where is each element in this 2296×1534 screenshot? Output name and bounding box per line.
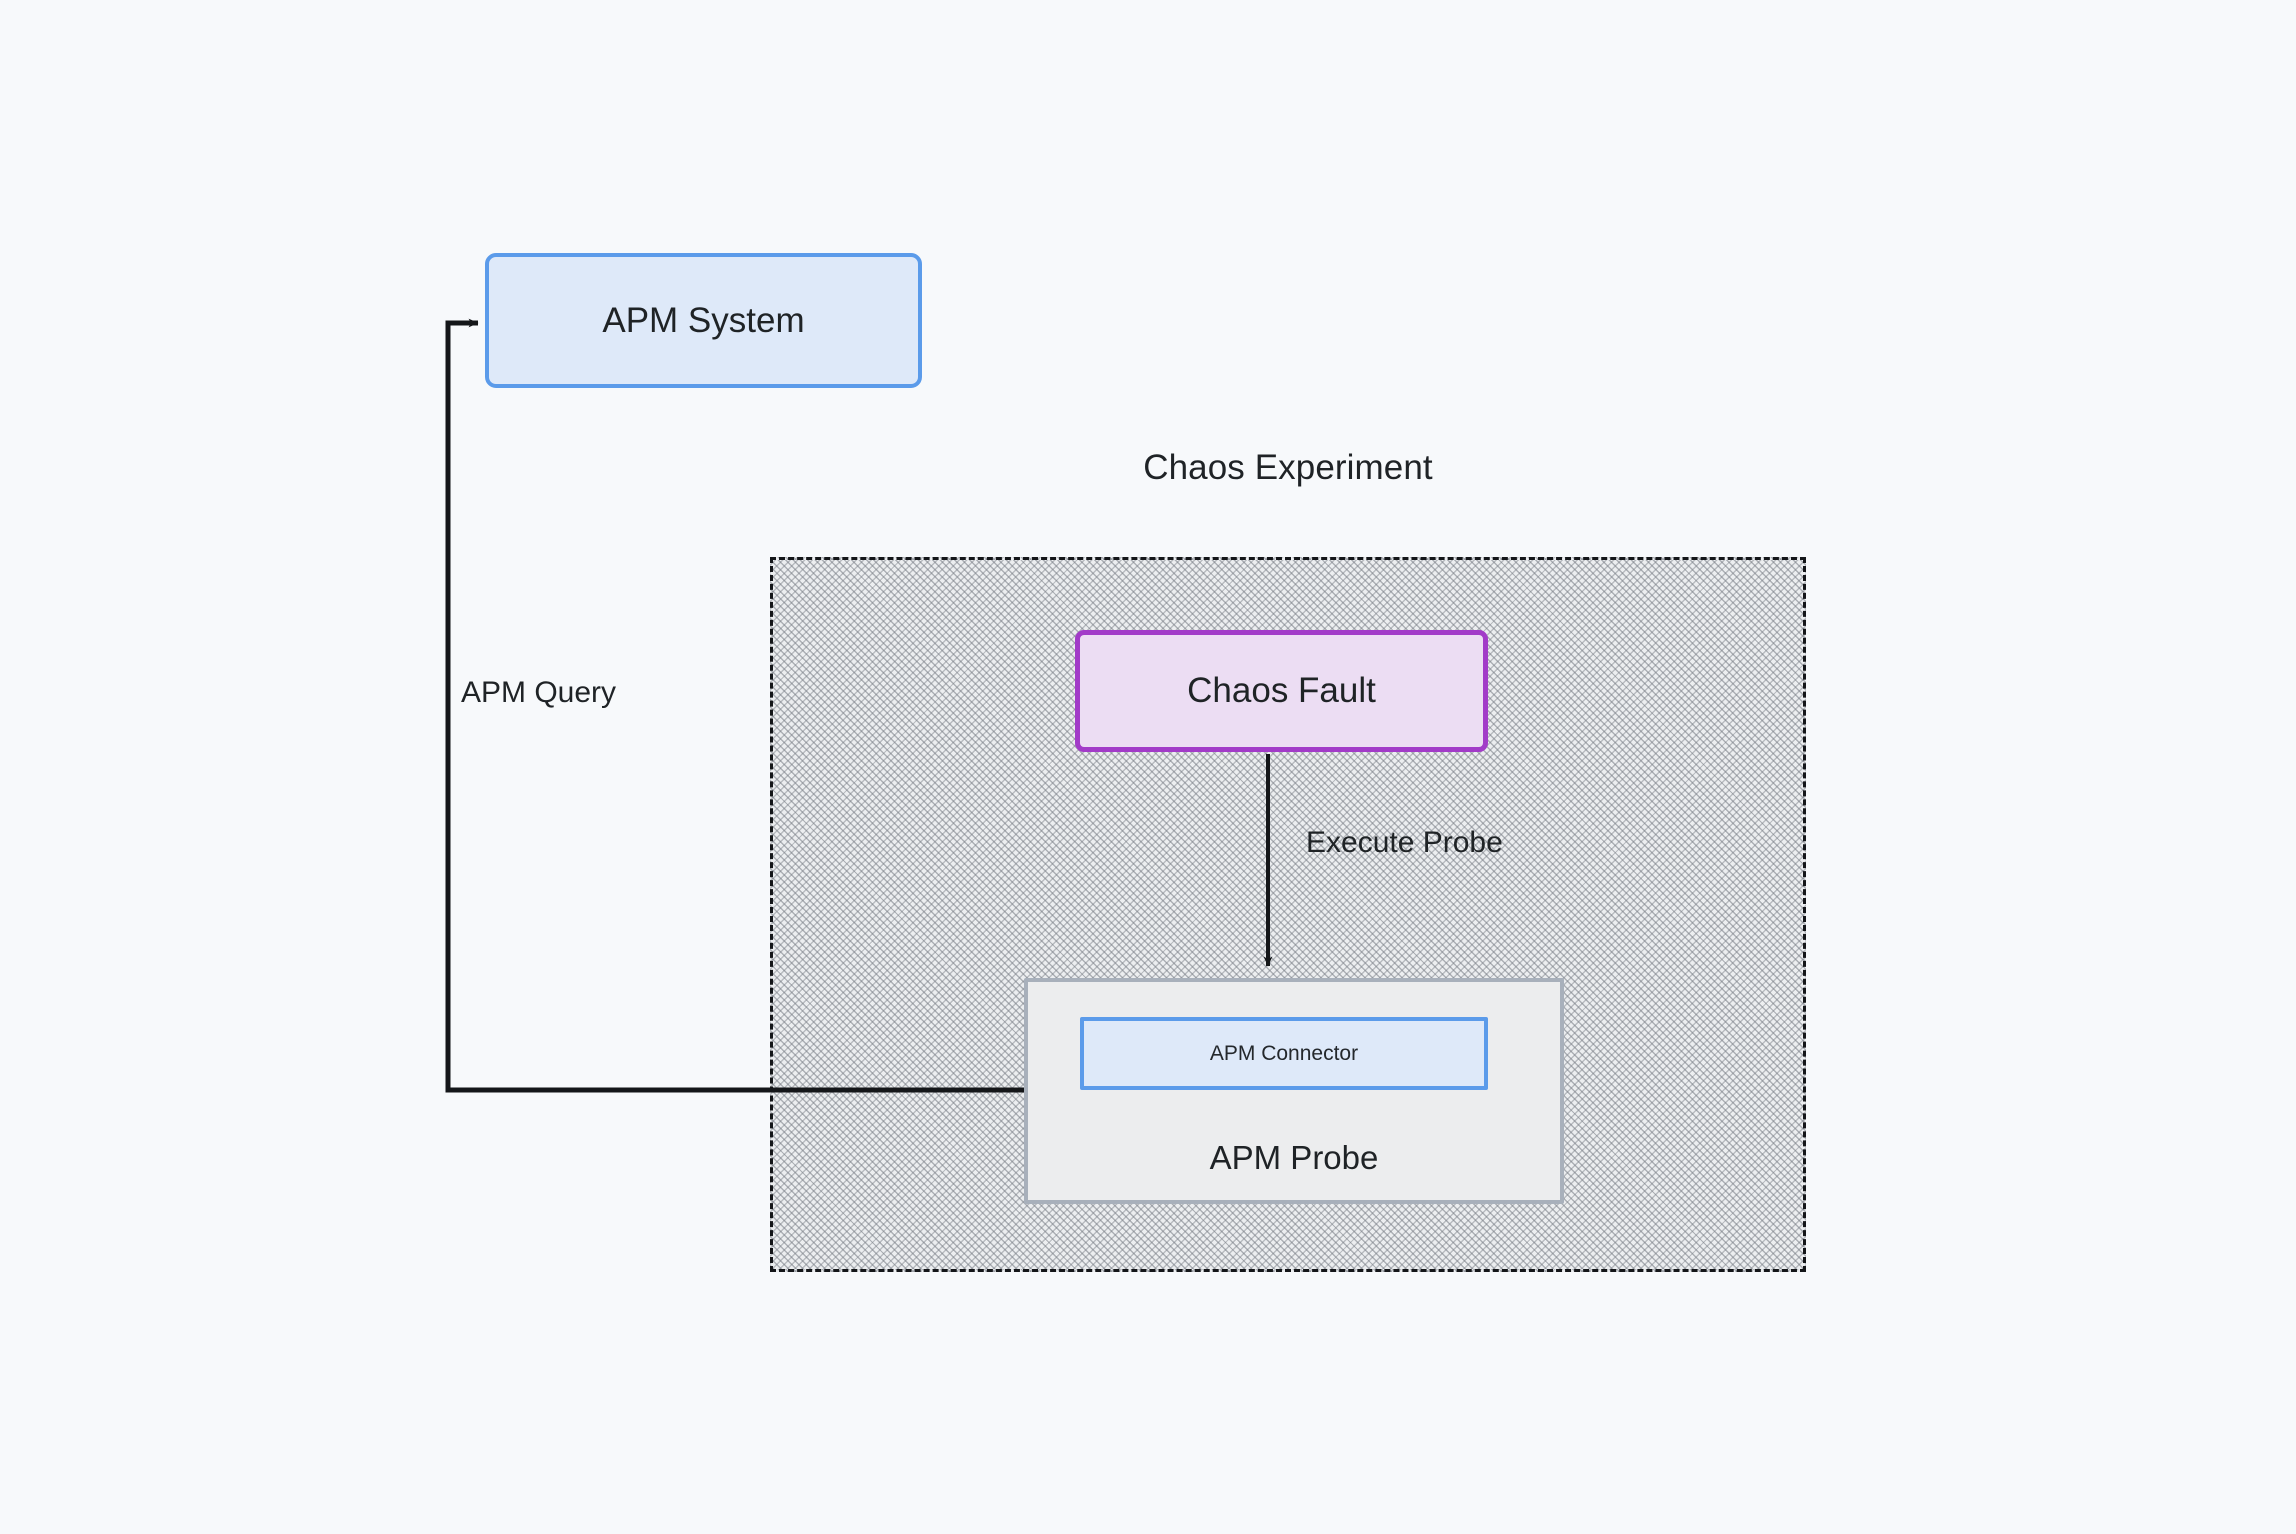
edge-label-apm-query: APM Query: [461, 676, 617, 709]
node-apm-system-label: APM System: [602, 300, 805, 340]
node-apm-connector[interactable]: APM Connector: [1080, 1017, 1488, 1090]
chaos-experiment-title: Chaos Experiment: [1143, 448, 1433, 487]
node-apm-connector-label: APM Connector: [1209, 1041, 1359, 1065]
node-chaos-fault[interactable]: Chaos Fault: [1075, 630, 1488, 752]
node-apm-probe-label: APM Probe: [1209, 1139, 1379, 1176]
node-apm-system[interactable]: APM System: [485, 253, 922, 388]
edge-label-execute-probe: Execute Probe: [1306, 826, 1503, 859]
node-chaos-fault-label: Chaos Fault: [1187, 671, 1376, 710]
node-apm-probe[interactable]: APM Probe: [1024, 978, 1564, 1204]
